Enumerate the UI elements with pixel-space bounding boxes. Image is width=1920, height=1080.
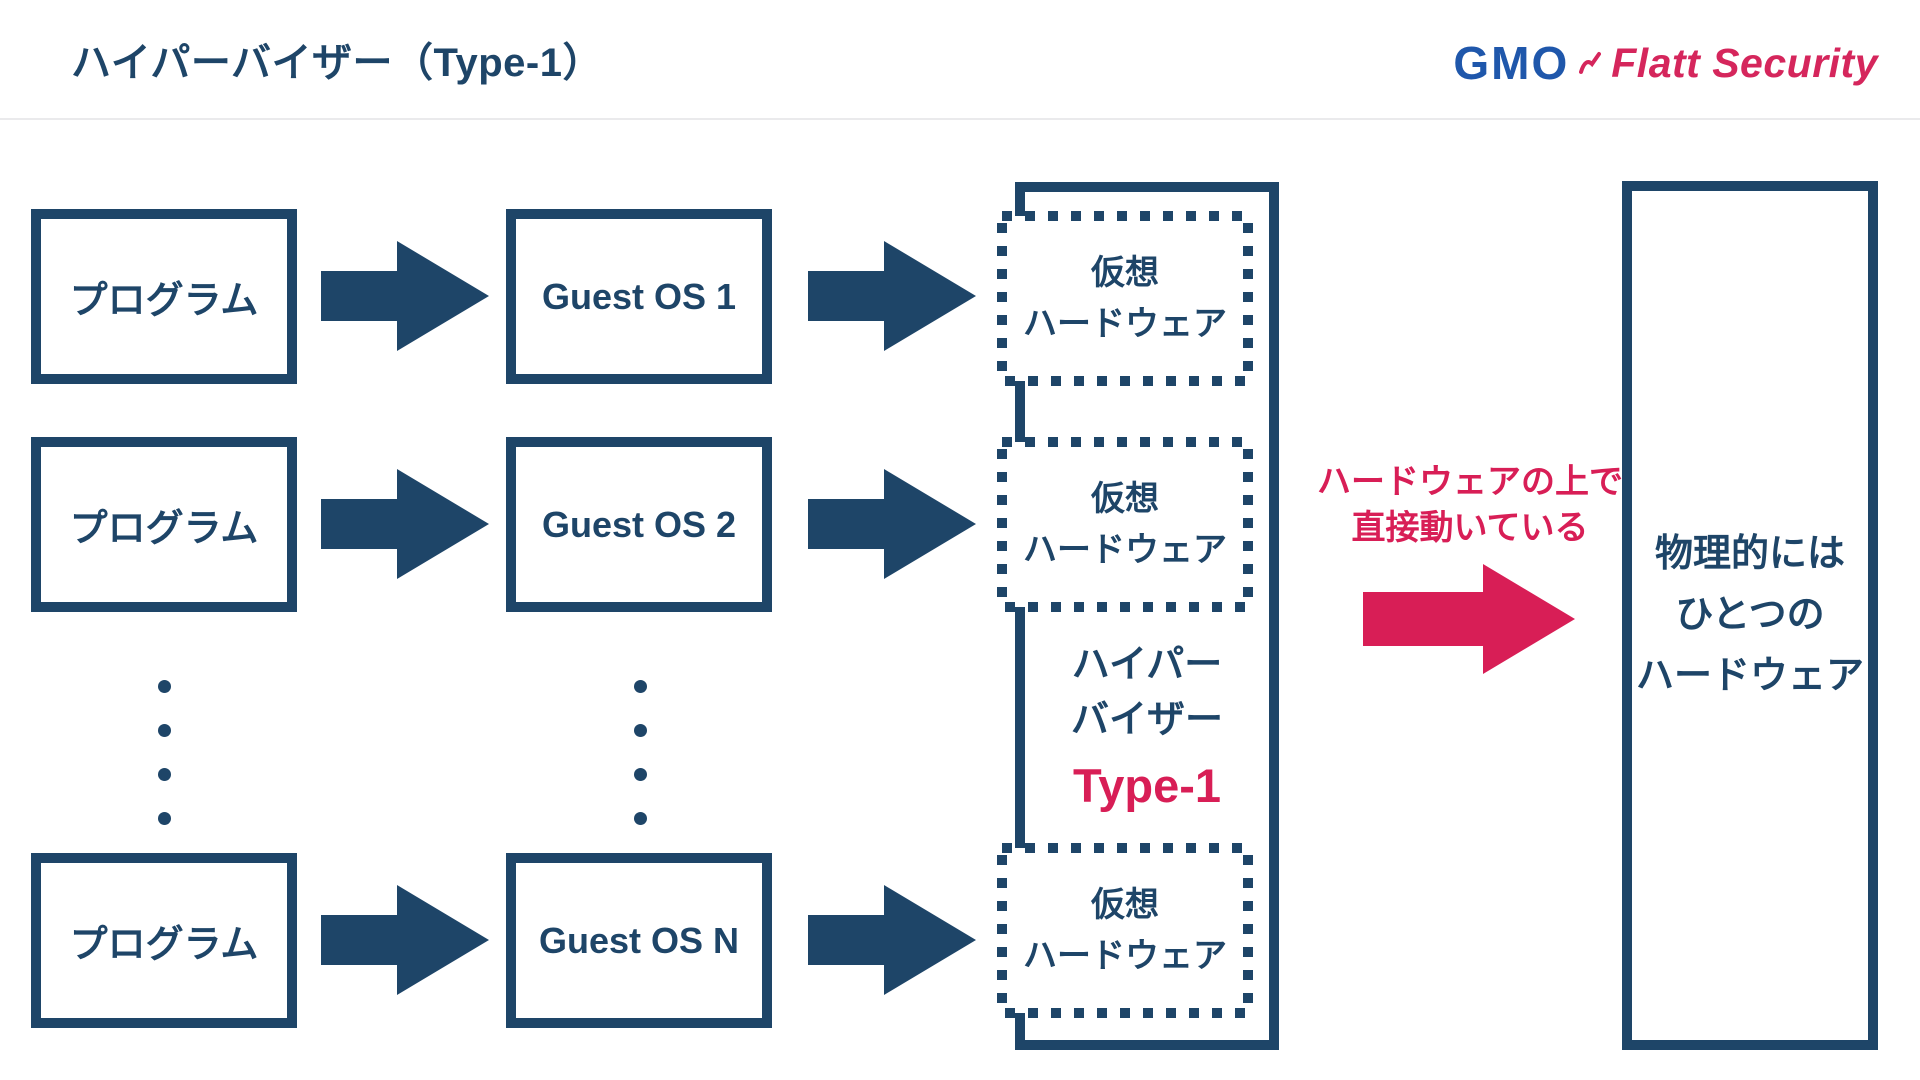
guest-os-label: Guest OS N [538, 919, 740, 961]
program-label: プログラム [69, 924, 259, 966]
program-label: プログラム [69, 508, 259, 550]
flatt-security-logo-text: Flatt Security [1611, 39, 1878, 86]
hypervisor-label-line1: ハイパー [1071, 643, 1223, 686]
dotted-border [997, 437, 1253, 612]
ellipsis-dot [634, 768, 647, 781]
hypervisor-label: ハイパー バイザー Type-1 [1025, 613, 1269, 845]
ellipsis-dot [158, 680, 171, 693]
guest-os-label: Guest OS 2 [541, 503, 737, 545]
right-arrow-icon [808, 469, 976, 579]
red-right-arrow-icon [1363, 564, 1575, 674]
right-arrow-icon [808, 241, 976, 351]
right-arrow-icon [808, 885, 976, 995]
virtual-hardware-box-n: 仮想 ハードウェア [997, 843, 1253, 1018]
virtual-hardware-box-2: 仮想 ハードウェア [997, 437, 1253, 612]
virtual-hw-label-line1: 仮想 [1091, 479, 1159, 518]
flatt-swoosh-icon [1579, 52, 1602, 74]
virtual-hw-label-line2: ハードウェア [1023, 304, 1227, 343]
right-arrow-icon [321, 469, 489, 579]
gmo-flatt-security-logo: GMO Flatt Security [1453, 36, 1878, 90]
virtual-hw-label-line2: ハードウェア [1023, 936, 1227, 975]
hypervisor-type-label: Type-1 [1073, 759, 1221, 813]
guest-os-box-2: Guest OS 2 [506, 437, 772, 612]
program-box-1: プログラム [31, 209, 297, 384]
annotation-line2: 直接動いている [1351, 508, 1589, 547]
page-title: ハイパーバイザー（Type-1） [71, 41, 603, 85]
annotation-line1: ハードウェアの上で [1317, 463, 1623, 501]
guest-os-box-n: Guest OS N [506, 853, 772, 1028]
ellipsis-dot [634, 680, 647, 693]
physical-hw-line1: 物理的には [1654, 533, 1845, 576]
ellipsis-dot [158, 812, 171, 825]
runs-directly-annotation: ハードウェアの上で 直接動いている [1290, 460, 1650, 552]
program-box-2: プログラム [31, 437, 297, 612]
ellipsis-dot [634, 812, 647, 825]
ellipsis-dot [634, 724, 647, 737]
right-arrow-icon [321, 885, 489, 995]
header-divider [0, 118, 1920, 120]
gmo-logo-text: GMO [1453, 37, 1570, 89]
virtual-hw-label-line2: ハードウェア [1023, 530, 1227, 569]
physical-hw-line3: ハードウェア [1635, 654, 1864, 697]
hypervisor-label-line2: バイザー [1070, 698, 1223, 741]
right-arrow-icon [321, 241, 489, 351]
ellipsis-dot [158, 724, 171, 737]
dotted-border [997, 211, 1253, 386]
program-label: プログラム [69, 280, 259, 322]
guest-os-label: Guest OS 1 [541, 275, 737, 317]
virtual-hw-label-line1: 仮想 [1091, 885, 1159, 924]
physical-hardware-box: 物理的には ひとつの ハードウェア [1622, 181, 1878, 1050]
physical-hw-line2: ひとつの [1675, 594, 1825, 637]
virtual-hardware-box-1: 仮想 ハードウェア [997, 211, 1253, 386]
dotted-border [997, 843, 1253, 1018]
virtual-hw-label-line1: 仮想 [1091, 253, 1159, 292]
ellipsis-dot [158, 768, 171, 781]
program-box-n: プログラム [31, 853, 297, 1028]
guest-os-box-1: Guest OS 1 [506, 209, 772, 384]
